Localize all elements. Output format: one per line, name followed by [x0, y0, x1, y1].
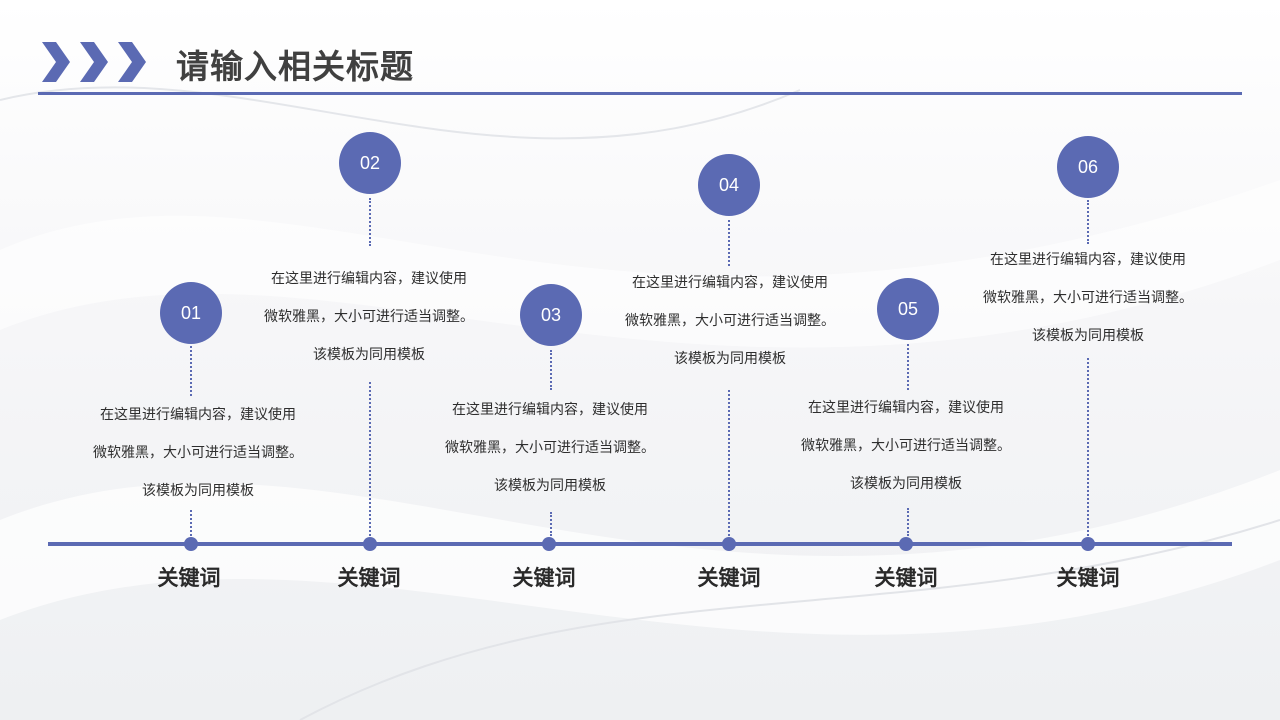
timeline-dot-2 — [363, 537, 377, 551]
desc-line: 在这里进行编辑内容，建议使用 — [271, 271, 467, 287]
timeline-node-3: 03 — [520, 284, 582, 346]
connector-1-bottom — [190, 510, 192, 536]
keyword-2: 关键词 — [337, 565, 401, 590]
desc-line: 在这里进行编辑内容，建议使用 — [452, 402, 648, 418]
desc-line: 该模板为同用模板 — [674, 351, 786, 367]
desc-line: 微软雅黑，大小可进行适当调整。 — [625, 313, 835, 329]
timeline-desc-1: 在这里进行编辑内容，建议使用 微软雅黑，大小可进行适当调整。 该模板为同用模板 — [68, 396, 328, 510]
timeline-node-5: 05 — [877, 278, 939, 340]
desc-line: 微软雅黑，大小可进行适当调整。 — [983, 290, 1193, 306]
timeline-desc-2: 在这里进行编辑内容，建议使用 微软雅黑，大小可进行适当调整。 该模板为同用模板 — [239, 260, 499, 374]
connector-3-top — [550, 350, 552, 390]
keyword-4: 关键词 — [697, 565, 761, 590]
timeline-dot-4 — [722, 537, 736, 551]
timeline-dot-1 — [184, 537, 198, 551]
desc-line: 该模板为同用模板 — [850, 476, 962, 492]
desc-line: 微软雅黑，大小可进行适当调整。 — [93, 445, 303, 461]
timeline-node-6: 06 — [1057, 136, 1119, 198]
timeline-node-4: 04 — [698, 154, 760, 216]
timeline-desc-3: 在这里进行编辑内容，建议使用 微软雅黑，大小可进行适当调整。 该模板为同用模板 — [420, 391, 680, 505]
keyword-5: 关键词 — [874, 565, 938, 590]
desc-line: 在这里进行编辑内容，建议使用 — [990, 252, 1186, 268]
desc-line: 该模板为同用模板 — [494, 478, 606, 494]
connector-3-bottom — [550, 512, 552, 536]
desc-line: 微软雅黑，大小可进行适当调整。 — [264, 309, 474, 325]
connector-5-top — [907, 344, 909, 390]
connector-2-bottom — [369, 382, 371, 536]
desc-line: 在这里进行编辑内容，建议使用 — [808, 400, 1004, 416]
connector-2-top — [369, 198, 371, 246]
timeline-node-1: 01 — [160, 282, 222, 344]
page-title: 请输入相关标题 — [176, 47, 414, 86]
desc-line: 在这里进行编辑内容，建议使用 — [632, 275, 828, 291]
timeline-desc-4: 在这里进行编辑内容，建议使用 微软雅黑，大小可进行适当调整。 该模板为同用模板 — [600, 264, 860, 378]
desc-line: 微软雅黑，大小可进行适当调整。 — [801, 438, 1011, 454]
desc-line: 该模板为同用模板 — [142, 483, 254, 499]
keyword-1: 关键词 — [157, 565, 221, 590]
chevron-right-icon — [42, 42, 146, 82]
desc-line: 该模板为同用模板 — [1032, 328, 1144, 344]
desc-line: 微软雅黑，大小可进行适当调整。 — [445, 440, 655, 456]
connector-6-top — [1087, 200, 1089, 244]
desc-line: 该模板为同用模板 — [313, 347, 425, 363]
connector-5-bottom — [907, 508, 909, 536]
keyword-3: 关键词 — [512, 565, 576, 590]
header-divider — [38, 92, 1242, 95]
timeline-dot-3 — [542, 537, 556, 551]
timeline-axis — [48, 542, 1232, 546]
desc-line: 在这里进行编辑内容，建议使用 — [100, 407, 296, 423]
timeline-desc-5: 在这里进行编辑内容，建议使用 微软雅黑，大小可进行适当调整。 该模板为同用模板 — [776, 389, 1036, 503]
timeline-dot-5 — [899, 537, 913, 551]
connector-4-bottom — [728, 390, 730, 536]
timeline-desc-6: 在这里进行编辑内容，建议使用 微软雅黑，大小可进行适当调整。 该模板为同用模板 — [958, 241, 1218, 355]
keyword-6: 关键词 — [1056, 565, 1120, 590]
connector-1-top — [190, 346, 192, 396]
timeline-node-2: 02 — [339, 132, 401, 194]
connector-4-top — [728, 220, 730, 266]
timeline-dot-6 — [1081, 537, 1095, 551]
connector-6-bottom — [1087, 358, 1089, 536]
